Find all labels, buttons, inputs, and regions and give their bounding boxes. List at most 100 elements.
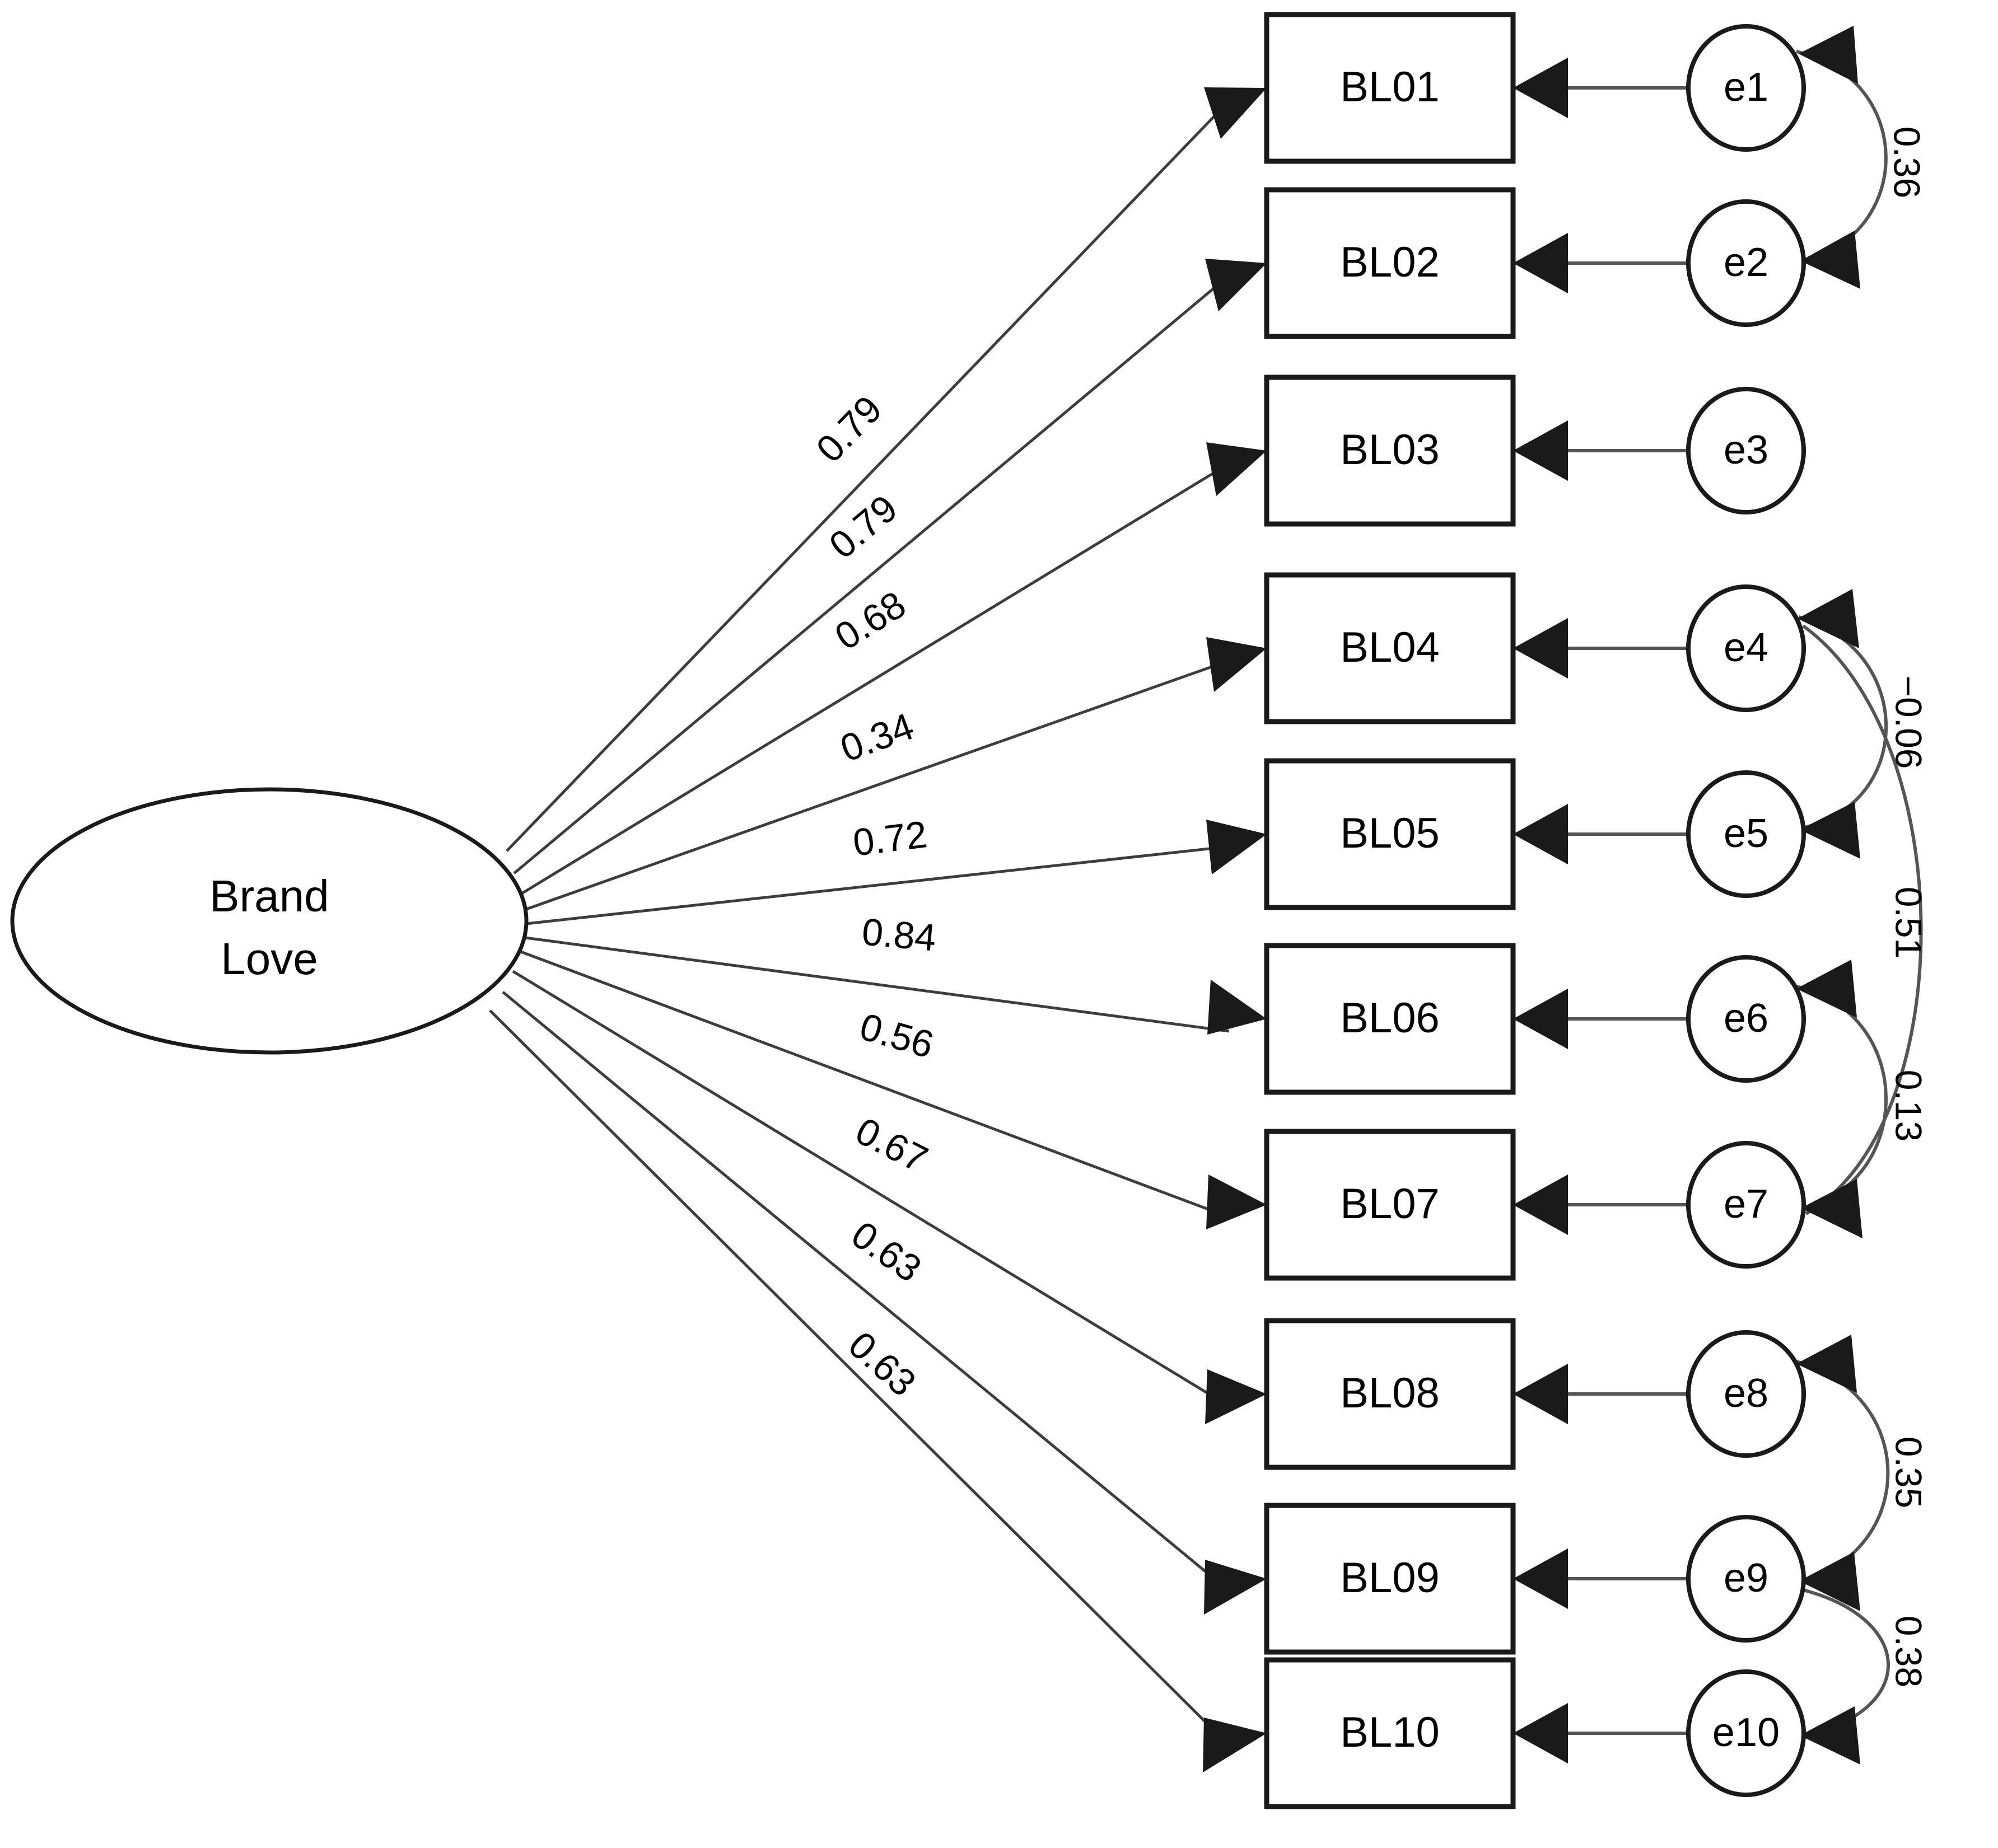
arrowhead-corr-e2 [1800, 231, 1860, 289]
error-label-e5: e5 [1724, 811, 1768, 856]
error-label-e1: e1 [1724, 65, 1768, 110]
arrowhead-corr-e4a [1798, 589, 1859, 648]
latent-ellipse[interactable] [10, 787, 529, 1055]
corr-label-e8-e9: 0.35 [1888, 1437, 1930, 1508]
indicator-box-BL08[interactable] [1264, 1318, 1516, 1470]
error-label-e6: e6 [1724, 996, 1768, 1041]
corr-label-e6-e7: 0.13 [1888, 1070, 1930, 1141]
arrowhead-corr-e1 [1799, 26, 1858, 84]
error-node-e7[interactable]: e7 [1686, 1141, 1806, 1269]
indicator-label-BL09: BL09 [1340, 1554, 1440, 1602]
arrowhead-corr-e8 [1796, 1335, 1857, 1393]
indicator-box-BL07[interactable] [1264, 1129, 1516, 1281]
indicator-box-BL10[interactable] [1264, 1657, 1516, 1809]
indicator-node-BL04[interactable]: BL04 [1264, 572, 1516, 724]
arrowhead-BL04 [1206, 637, 1267, 692]
indicator-node-BL10[interactable]: BL10 [1264, 1657, 1516, 1809]
indicator-node-BL01[interactable]: BL01 [1264, 12, 1516, 164]
arrowhead-BL02 [1205, 259, 1267, 311]
indicator-box-BL06[interactable] [1264, 943, 1516, 1095]
loading-label-BL04: 0.34 [835, 705, 919, 770]
loading-paths [489, 100, 1230, 1747]
error-node-e8[interactable]: e8 [1686, 1330, 1806, 1458]
loading-path-BL02 [513, 274, 1230, 874]
arrowhead-resid-e6 [1513, 989, 1568, 1049]
arrowhead-resid-e10 [1513, 1703, 1568, 1763]
indicator-node-BL09[interactable]: BL09 [1264, 1503, 1516, 1655]
latent-variable-node[interactable]: Brand Love [10, 787, 529, 1055]
indicator-label-BL03: BL03 [1340, 426, 1440, 474]
indicator-node-BL03[interactable]: BL03 [1264, 375, 1516, 527]
error-circle-e6[interactable] [1686, 955, 1806, 1083]
residual-paths [1562, 86, 1688, 1735]
indicator-box-BL05[interactable] [1264, 758, 1516, 910]
loading-label-BL07: 0.56 [855, 1005, 938, 1066]
indicator-label-BL07: BL07 [1340, 1180, 1440, 1228]
loading-path-BL01 [506, 100, 1230, 852]
error-node-e4[interactable]: e4 [1686, 584, 1806, 712]
error-circle-e8[interactable] [1686, 1330, 1806, 1458]
error-circle-e1[interactable] [1686, 24, 1806, 152]
loading-path-BL10 [489, 1009, 1230, 1747]
error-label-e7: e7 [1724, 1182, 1768, 1227]
loading-path-BL05 [526, 845, 1230, 925]
error-circle-e7[interactable] [1686, 1141, 1806, 1269]
indicator-node-BL05[interactable]: BL05 [1264, 758, 1516, 910]
indicator-node-BL06[interactable]: BL06 [1264, 943, 1516, 1095]
corr-curve-e1-e2 [1796, 50, 1888, 264]
error-label-e9: e9 [1724, 1556, 1768, 1601]
error-node-e3[interactable]: e3 [1686, 387, 1806, 514]
corr-curve-e4-e5 [1798, 615, 1888, 830]
loading-label-BL06: 0.84 [860, 910, 937, 959]
indicator-box-BL01[interactable] [1264, 12, 1516, 164]
indicator-boxes: BL01 BL02 BL03 BL04 BL05 BL06 BL07 BL08 [1264, 12, 1516, 1809]
arrowhead-BL06 [1207, 980, 1267, 1035]
arrowhead-BL05 [1206, 820, 1267, 874]
corr-curve-e6-e7 [1796, 985, 1888, 1211]
error-node-e9[interactable]: e9 [1686, 1515, 1806, 1643]
error-circle-e10[interactable] [1686, 1669, 1806, 1797]
arrowhead-resid-e8 [1513, 1364, 1568, 1424]
indicator-node-BL02[interactable]: BL02 [1264, 187, 1516, 339]
loading-path-BL04 [524, 659, 1230, 911]
indicator-box-BL09[interactable] [1264, 1503, 1516, 1655]
error-node-e1[interactable]: e1 [1686, 24, 1806, 152]
error-node-e2[interactable]: e2 [1686, 199, 1806, 327]
error-node-e10[interactable]: e10 [1686, 1669, 1806, 1797]
loading-arrowheads [1203, 87, 1267, 1772]
corr-label-e1-e2: 0.36 [1887, 127, 1928, 198]
loading-label-BL05: 0.72 [851, 813, 930, 864]
error-node-e6[interactable]: e6 [1686, 955, 1806, 1083]
arrowhead-resid-e7 [1513, 1175, 1568, 1235]
loading-label-BL03: 0.68 [828, 583, 913, 658]
error-circle-e2[interactable] [1686, 199, 1806, 327]
arrowhead-corr-e9 [1799, 1552, 1860, 1611]
corr-label-e9-e10: 0.38 [1888, 1616, 1930, 1687]
error-circle-e9[interactable] [1686, 1515, 1806, 1643]
arrowhead-BL03 [1206, 442, 1267, 496]
indicator-box-BL04[interactable] [1264, 572, 1516, 724]
arrowhead-resid-e1 [1513, 58, 1568, 118]
error-circle-e5[interactable] [1686, 770, 1806, 898]
arrowhead-resid-e2 [1513, 233, 1568, 293]
arrowhead-BL10 [1203, 1718, 1267, 1772]
arrowhead-BL08 [1205, 1369, 1267, 1424]
loading-path-BL08 [512, 970, 1230, 1408]
error-label-e8: e8 [1724, 1371, 1768, 1416]
error-circle-e4[interactable] [1686, 584, 1806, 712]
loading-label-BL08: 0.67 [849, 1110, 934, 1181]
error-circle-e3[interactable] [1686, 387, 1806, 514]
loading-labels: 0.79 0.79 0.68 0.34 0.72 0.84 0.56 0.67 … [808, 388, 938, 1405]
arrowhead-BL09 [1204, 1560, 1267, 1615]
error-node-e5[interactable]: e5 [1686, 770, 1806, 898]
indicator-node-BL08[interactable]: BL08 [1264, 1318, 1516, 1470]
indicator-label-BL05: BL05 [1340, 810, 1440, 857]
corr-curve-e4-e7 [1802, 624, 1923, 1215]
loading-path-BL06 [525, 936, 1230, 1033]
loading-label-BL10: 0.63 [841, 1323, 924, 1405]
indicator-node-BL07[interactable]: BL07 [1264, 1129, 1516, 1281]
indicator-label-BL10: BL10 [1340, 1709, 1440, 1756]
loading-label-BL01: 0.79 [808, 388, 890, 471]
